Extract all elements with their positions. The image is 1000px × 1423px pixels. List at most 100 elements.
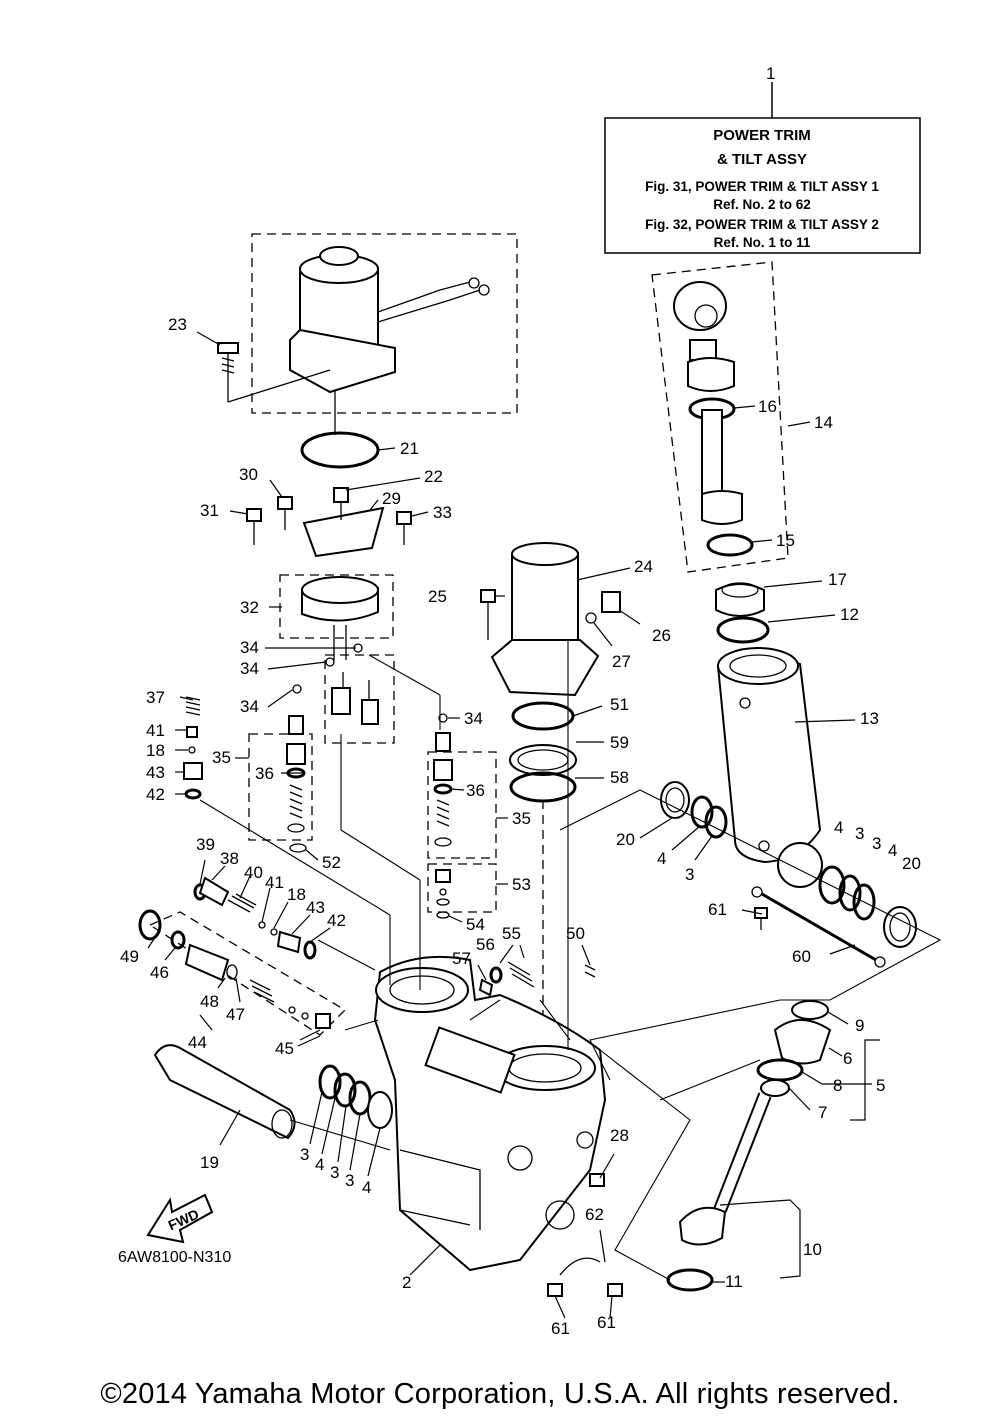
callout-46: 46 [150, 963, 169, 982]
callout-40: 40 [244, 863, 263, 882]
callout-42-a: 42 [146, 785, 165, 804]
tilt-cylinder-13 [716, 647, 823, 888]
valve-stack-35-left [286, 715, 307, 853]
info-box-title-2: & TILT ASSY [717, 151, 807, 168]
o-ring-21 [300, 431, 380, 469]
callout-37: 37 [146, 688, 165, 707]
callout-21: 21 [400, 439, 419, 458]
callout-35-a: 35 [212, 748, 231, 767]
callout-34-b: 34 [240, 659, 259, 678]
callout-53: 53 [512, 875, 531, 894]
callout-8: 8 [833, 1076, 842, 1095]
callout-4-e: 4 [362, 1178, 371, 1197]
callout-61-b: 61 [551, 1319, 570, 1338]
info-box: POWER TRIM & TILT ASSY Fig. 31, POWER TR… [604, 82, 921, 254]
callout-56: 56 [476, 935, 495, 954]
diagram-code: 6AW8100-N310 [118, 1249, 231, 1266]
group-boxes [148, 233, 789, 1036]
callout-61-a: 61 [708, 900, 727, 919]
callout-39: 39 [196, 835, 215, 854]
callout-3-a: 3 [685, 865, 694, 884]
callout-15: 15 [776, 531, 795, 550]
callout-12: 12 [840, 605, 859, 624]
callout-25: 25 [428, 587, 447, 606]
callout-26: 26 [652, 626, 671, 645]
cylinder-19 [153, 1044, 296, 1140]
callout-32: 32 [240, 598, 259, 617]
callout-23: 23 [168, 315, 187, 334]
callout-4-c: 4 [888, 841, 897, 860]
o-ring-12 [716, 616, 770, 644]
leader-lines [147, 331, 880, 1319]
callout-11: 11 [725, 1272, 743, 1291]
assembly-lines [199, 640, 942, 1281]
callout-4-d: 4 [315, 1155, 324, 1174]
callout-42-b: 42 [327, 911, 346, 930]
callout-2: 2 [402, 1273, 411, 1292]
valve-stack-35-right [433, 732, 453, 919]
left-valve-37-43 [183, 696, 203, 800]
callout-labels: 1 23 21 22 30 29 31 33 32 34 34 34 34 37… [118, 64, 921, 1338]
callout-52: 52 [322, 853, 341, 872]
callout-10: 10 [803, 1240, 822, 1259]
gland-17 [715, 582, 765, 617]
callout-31: 31 [200, 501, 219, 520]
gears [331, 672, 379, 725]
callout-1: 1 [766, 64, 775, 83]
callout-14: 14 [814, 413, 833, 432]
callout-34-a: 34 [240, 638, 259, 657]
callout-50: 50 [566, 924, 585, 943]
callout-59: 59 [610, 733, 629, 752]
callout-43-b: 43 [306, 898, 325, 917]
o-rings-51-58-59 [509, 701, 577, 803]
callout-17: 17 [828, 570, 847, 589]
body-fittings [478, 961, 623, 1297]
callout-62: 62 [585, 1205, 604, 1224]
bushings-left [660, 781, 728, 839]
info-box-title-1: POWER TRIM [713, 127, 811, 144]
callout-28: 28 [610, 1126, 629, 1145]
callout-18-a: 18 [146, 741, 165, 760]
pump-body-32 [301, 576, 379, 660]
callout-55: 55 [502, 924, 521, 943]
callout-27: 27 [612, 652, 631, 671]
callout-6: 6 [843, 1049, 852, 1068]
pump-motor [227, 246, 490, 435]
copyright-notice: ©2014 Yamaha Motor Corporation, U.S.A. A… [100, 1378, 900, 1410]
callout-9: 9 [855, 1016, 864, 1035]
bushings-right [818, 865, 917, 948]
info-box-ref-1: Fig. 31, POWER TRIM & TILT ASSY 1 [645, 179, 879, 194]
callout-3-f: 3 [345, 1171, 354, 1190]
callout-60: 60 [792, 947, 811, 966]
tilt-rod-14 [673, 281, 754, 557]
callout-36-a: 36 [255, 764, 274, 783]
callout-47: 47 [226, 1005, 245, 1024]
callout-58: 58 [610, 768, 629, 787]
callout-24: 24 [634, 557, 653, 576]
callout-3-c: 3 [872, 834, 881, 853]
main-housing-2 [373, 955, 607, 1272]
bolt-23 [217, 342, 239, 380]
callout-38: 38 [220, 849, 239, 868]
callout-3-e: 3 [330, 1163, 339, 1182]
callout-29: 29 [382, 489, 401, 508]
callout-45: 45 [275, 1039, 294, 1058]
callout-54: 54 [466, 915, 485, 934]
ground-lead-60 [751, 886, 886, 968]
callout-18-b: 18 [287, 885, 306, 904]
callout-36-b: 36 [466, 781, 485, 800]
callout-44: 44 [188, 1033, 207, 1052]
callout-20-b: 20 [902, 854, 921, 873]
callout-43-a: 43 [146, 763, 165, 782]
info-box-ref-3: Fig. 32, POWER TRIM & TILT ASSY 2 [645, 217, 879, 232]
callout-4-a: 4 [657, 849, 666, 868]
callout-34-d: 34 [464, 709, 483, 728]
valve-plate-29 [302, 487, 385, 558]
callout-41-a: 41 [146, 721, 165, 740]
trim-rod-10 [666, 1092, 772, 1292]
callout-3-d: 3 [300, 1145, 309, 1164]
callout-22: 22 [424, 467, 443, 486]
callout-34-c: 34 [240, 697, 259, 716]
callout-3-b: 3 [855, 824, 864, 843]
